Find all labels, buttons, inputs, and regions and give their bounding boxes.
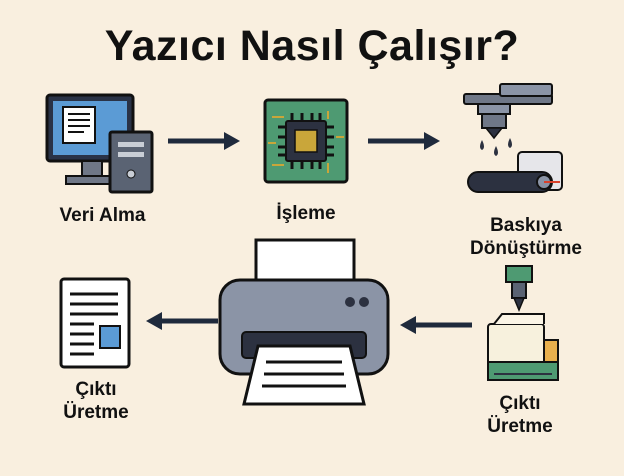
step-label-line: Dönüştürme xyxy=(470,238,582,259)
step-label-line: Çıktı xyxy=(75,379,117,400)
step-label-ciktı-uretme-right: Çıktı Üretme xyxy=(470,392,570,438)
printer-icon xyxy=(214,236,394,408)
step-label-isleme: İşleme xyxy=(276,203,336,224)
step-label-veri-alma: Veri Alma xyxy=(59,205,146,226)
step-label-line: Çıktı xyxy=(499,393,541,414)
step-label-baskiya-donusturme: Baskıya Dönüştürme xyxy=(462,214,590,260)
step-label-line: Üretme xyxy=(63,402,129,423)
arrow-left-icon xyxy=(398,314,474,336)
print-head-icon xyxy=(460,80,572,204)
computer-icon xyxy=(44,92,156,197)
step-label-ciktı-uretme-left: Çıktı Üretme xyxy=(46,378,146,424)
arrow-right-icon xyxy=(366,130,442,152)
3d-print-icon xyxy=(484,262,564,390)
step-label-line: Baskıya xyxy=(490,215,562,236)
step-label-line: Üretme xyxy=(487,416,553,437)
document-icon xyxy=(58,276,132,370)
chip-icon xyxy=(262,97,350,185)
arrow-left-icon xyxy=(144,310,220,332)
diagram-title: Yazıcı Nasıl Çalışır? xyxy=(104,22,520,70)
arrow-right-icon xyxy=(166,130,242,152)
